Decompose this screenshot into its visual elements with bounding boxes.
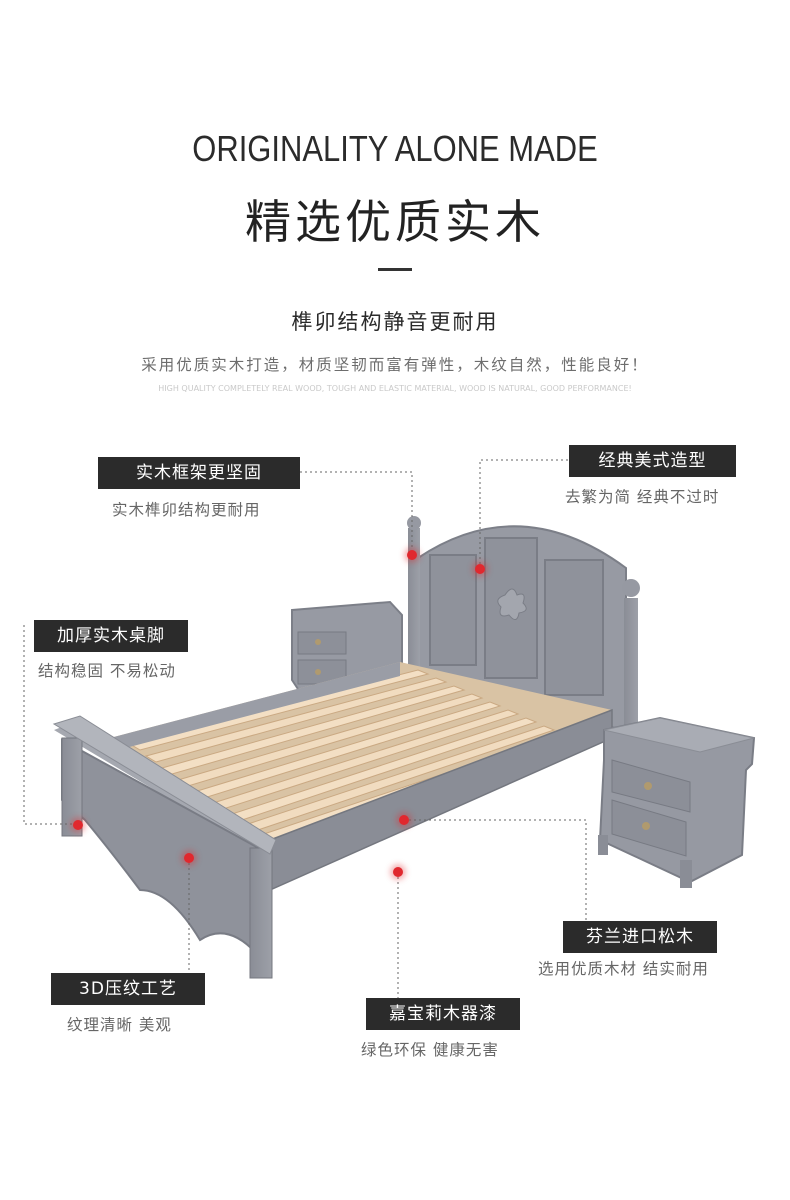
feature-sub-frame: 实木榫卯结构更耐用 <box>112 501 261 519</box>
leader-lines <box>23 459 587 998</box>
nightstand-front <box>598 716 756 888</box>
title-divider <box>378 268 412 271</box>
description-chinese: 采用优质实木打造，材质坚韧而富有弹性，木纹自然，性能良好！ <box>141 356 649 374</box>
feature-tag-3d: 3D压纹工艺 <box>51 973 205 1005</box>
bed-frame <box>110 662 613 892</box>
feature-tag-frame: 实木框架更坚固 <box>98 457 300 489</box>
sub-title: 榫卯结构静音更耐用 <box>291 310 499 334</box>
feature-tag-paint: 嘉宝莉木器漆 <box>366 998 520 1030</box>
feature-sub-paint: 绿色环保 健康无害 <box>361 1041 499 1059</box>
hotspot-frame <box>407 550 417 560</box>
chinese-title: 精选优质实木 <box>245 195 545 249</box>
hotspot-paint <box>393 867 403 877</box>
footboard <box>52 715 277 979</box>
feature-sub-3d: 纹理清晰 美观 <box>67 1016 172 1034</box>
bed-illustration <box>23 459 756 998</box>
feature-sub-pine: 选用优质木材 结实耐用 <box>538 960 709 978</box>
hotspot-3d <box>184 853 194 863</box>
english-title: ORIGINALITY ALONE MADE <box>192 128 598 169</box>
feature-tag-pine: 芬兰进口松木 <box>563 921 717 953</box>
hotspot-style <box>475 564 485 574</box>
description-english: HIGH QUALITY COMPLETELY REAL WOOD, TOUGH… <box>158 384 632 393</box>
feature-sub-leg: 结构稳固 不易松动 <box>38 662 176 680</box>
hotspot-pine <box>399 815 409 825</box>
hotspot-leg <box>73 820 83 830</box>
feature-tag-style: 经典美式造型 <box>569 445 736 477</box>
feature-tag-leg: 加厚实木桌脚 <box>34 620 188 652</box>
feature-sub-style: 去繁为简 经典不过时 <box>565 488 720 506</box>
